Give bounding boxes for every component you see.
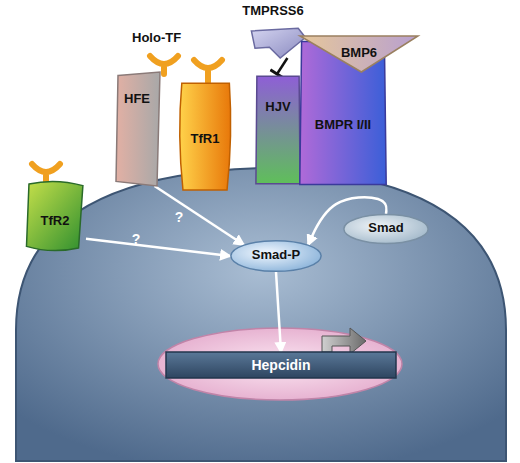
receptor-outline xyxy=(112,72,162,186)
receptor: HFE xyxy=(112,72,162,186)
protease-fill xyxy=(251,28,305,58)
receptor-fill xyxy=(180,83,231,190)
receptor: TfR1 xyxy=(176,80,234,190)
receptor-fill xyxy=(26,181,82,250)
node-label: Smad xyxy=(368,221,403,236)
receptor-fill xyxy=(116,72,160,186)
node-label: BMP6 xyxy=(341,46,377,61)
gene-box: Hepcidin xyxy=(166,352,396,378)
node-label: HFE xyxy=(124,92,150,107)
signal-arrow xyxy=(276,272,281,352)
holo-transferrin xyxy=(194,60,222,82)
inhibition-line xyxy=(277,58,287,74)
node-label: TfR2 xyxy=(41,214,70,229)
ligand-triangle: BMP6 xyxy=(300,36,418,72)
ligand-triangle-fill xyxy=(300,36,418,72)
signal-oval-fill xyxy=(231,241,321,272)
node-label: TMPRSS6 xyxy=(242,4,303,19)
co-receptor: HJV xyxy=(254,74,302,186)
node-label: Hepcidin xyxy=(251,357,310,373)
edge-label: ? xyxy=(175,209,184,225)
ligand-label: Holo-TF xyxy=(132,30,181,45)
signal-oval-fill xyxy=(344,215,428,244)
co-receptor-outline xyxy=(254,74,302,186)
co-receptor-fill xyxy=(256,76,300,184)
gene-box-fill xyxy=(166,352,396,378)
node-label: TfR1 xyxy=(191,132,220,147)
node-label: BMPR I/II xyxy=(315,118,371,133)
signal-oval: Smad xyxy=(343,214,429,244)
transcription-arrow xyxy=(322,328,366,354)
protease: TMPRSS6 xyxy=(237,4,309,58)
signal-arrow xyxy=(86,239,230,256)
node-label: HJV xyxy=(265,100,290,115)
holo-transferrin xyxy=(150,56,178,74)
node-label: Smad-P xyxy=(252,248,300,263)
receptor: TfR2 xyxy=(24,178,86,254)
signal-oval: Smad-P xyxy=(230,240,322,272)
hepatocyte-cell xyxy=(16,168,506,461)
signal-arrow xyxy=(155,186,244,245)
edge-label: ? xyxy=(132,231,141,247)
